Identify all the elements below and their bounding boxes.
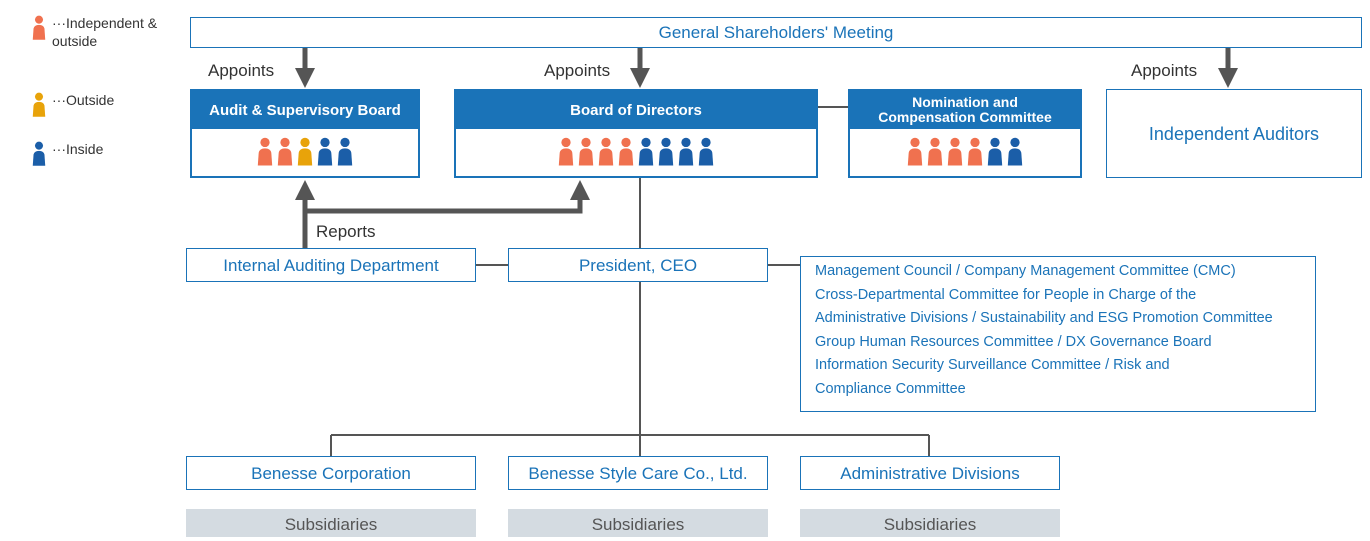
person-icon-inside [638, 137, 654, 166]
independent-auditors: Independent Auditors [1106, 89, 1362, 178]
appoints-label-audit: Appoints [208, 61, 275, 80]
committee-line: Management Council / Company Management … [815, 263, 1236, 279]
subsidiaries-benesse-style: Subsidiaries [508, 509, 768, 537]
legend-label-independent: Independent & outside [52, 15, 158, 49]
legend-label-inside: Inside [66, 141, 104, 157]
person-icon-inside [698, 137, 714, 166]
appoints-label-auditors: Appoints [1131, 61, 1198, 80]
person-icon-independent [927, 137, 943, 166]
nomination-title-line2: Compensation Committee [878, 109, 1052, 125]
person-icon-independent [598, 137, 614, 166]
person-icon-outside [297, 137, 313, 166]
person-icon-independent [558, 137, 574, 166]
person-icon-independent [277, 137, 293, 166]
legend-inside: ···Inside [30, 141, 103, 167]
subsidiaries-benesse-corp: Subsidiaries [186, 509, 476, 537]
board-of-directors: Board of Directors [454, 89, 818, 178]
independent-auditors-label: Independent Auditors [1148, 123, 1320, 144]
legend-prefix: ··· [52, 15, 66, 31]
committee-line: Compliance Committee [815, 380, 966, 397]
person-icon-orange [32, 15, 46, 40]
committee-line: Administrative Divisions / Sustainabilit… [815, 310, 1273, 326]
reports-arrow-board [305, 180, 590, 214]
person-icon-independent [907, 137, 923, 166]
person-icon-inside [1007, 137, 1023, 166]
legend-independent: ···Independent & outside [30, 15, 157, 50]
shareholders-label: General Shareholders' Meeting [658, 23, 894, 42]
legend-outside: ···Outside [30, 92, 114, 118]
person-icon-inside [337, 137, 353, 166]
committee-line: Information Security Surveillance Commit… [815, 357, 1170, 373]
benesse-corp-label: Benesse Corporation [251, 463, 411, 483]
person-icon-independent [618, 137, 634, 166]
benesse-style-care: Benesse Style Care Co., Ltd. [508, 456, 768, 490]
benesse-style-label: Benesse Style Care Co., Ltd. [528, 463, 748, 483]
committee-line: Cross-Departmental Committee for People … [815, 286, 1197, 303]
person-icon-independent [257, 137, 273, 166]
nomination-title-line1: Nomination and [912, 94, 1018, 111]
board-title: Board of Directors [456, 91, 816, 129]
appoints-label-board: Appoints [544, 61, 611, 80]
person-icon-inside [658, 137, 674, 166]
person-icon-inside [987, 137, 1003, 166]
administrative-divisions: Administrative Divisions [800, 456, 1060, 490]
person-icon-navy [32, 141, 46, 166]
committee-line: Group Human Resources Committee / DX Gov… [815, 333, 1212, 350]
subsidiaries-admin: Subsidiaries [800, 509, 1060, 537]
reports-label: Reports [316, 222, 376, 241]
audit-board-title: Audit & Supervisory Board [192, 91, 418, 129]
internal-audit-label: Internal Auditing Department [223, 255, 439, 275]
admin-divisions-label: Administrative Divisions [840, 463, 1020, 483]
president-ceo: President, CEO [508, 248, 768, 282]
audit-supervisory-board: Audit & Supervisory Board [190, 89, 420, 178]
person-icon-independent [578, 137, 594, 166]
board-members [456, 129, 816, 167]
person-icon-inside [678, 137, 694, 166]
benesse-corporation: Benesse Corporation [186, 456, 476, 490]
person-icon-yellow [32, 92, 46, 117]
legend-label-outside: Outside [66, 92, 115, 108]
audit-board-members [192, 129, 418, 167]
legend-prefix: ··· [52, 92, 66, 108]
general-shareholders-meeting: General Shareholders' Meeting [190, 17, 1362, 48]
nomination-title: Nomination and Compensation Committee [850, 91, 1080, 129]
management-committees-box: Management Council / Company Management … [800, 256, 1316, 412]
person-icon-inside [317, 137, 333, 166]
nomination-compensation-committee: Nomination and Compensation Committee [848, 89, 1082, 178]
person-icon-independent [947, 137, 963, 166]
internal-auditing-department: Internal Auditing Department [186, 248, 476, 282]
president-label: President, CEO [578, 255, 698, 275]
nomination-members [850, 129, 1080, 167]
person-icon-independent [967, 137, 983, 166]
legend-prefix: ··· [52, 141, 66, 157]
